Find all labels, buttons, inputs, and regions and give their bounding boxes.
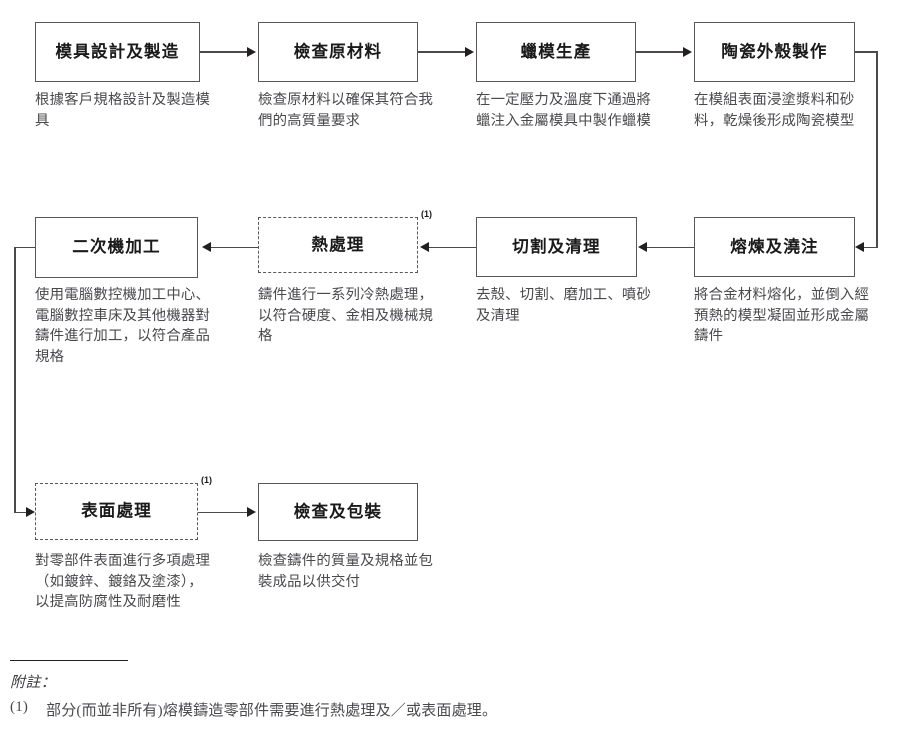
footnote-title: 附註：: [10, 675, 57, 692]
connector-ceramic-to-melting-top: [855, 51, 878, 53]
arrowhead-melting-to-cutting: [638, 241, 647, 252]
connector-surface-to-inspection: [198, 511, 248, 514]
node-description-secondary-machining: 使用電腦數控機加工中心、電腦數控車床及其他機器對鑄件進行加工，以符合產品規格: [35, 287, 211, 366]
node-label: 切割及清理: [512, 237, 601, 256]
arrowhead-heat-treatment-to-machining: [202, 241, 211, 252]
arrowhead-cutting-to-heat-treatment: [420, 241, 429, 252]
footnote-block: 附註： (1) 部分(而並非所有)熔模鑄造零部件需要進行熱處理及／或表面處理。: [10, 660, 890, 720]
arrowhead-machining-to-surface: [26, 507, 35, 517]
node-description-heat-treatment: 鑄件進行一系列冷熱處理，以符合硬度、金相及機械規格: [258, 287, 434, 345]
process-node-mould-design[interactable]: 模具設計及製造: [35, 22, 200, 82]
process-node-inspection-and-packing[interactable]: 檢查及包裝: [258, 483, 418, 541]
process-node-melting-and-pouring[interactable]: 熔煉及澆注: [694, 217, 855, 277]
node-description-mould-design: 根據客戶規格設計及製造模具: [35, 92, 211, 129]
node-label: 熱處理: [311, 235, 365, 254]
node-description-inspect-raw-material: 檢查原材料以確保其符合我們的高質量要求: [258, 92, 434, 129]
process-node-heat-treatment[interactable]: 熱處理: [258, 217, 418, 273]
footnote-mark-heat-treatment: (1): [421, 209, 432, 219]
node-label: 檢查及包裝: [293, 502, 383, 521]
node-description-melting-and-pouring: 將合金材料熔化，並倒入經預熱的模型凝固並形成金屬鑄件: [694, 287, 870, 345]
node-description-cutting-and-cleaning: 去殼、切割、磨加工、噴砂及清理: [476, 287, 652, 324]
connector-ceramic-to-melting-in: [864, 246, 878, 249]
node-label: 表面處理: [81, 502, 152, 521]
process-node-wax-pattern-production[interactable]: 蠟模生產: [476, 22, 636, 82]
footnote-divider: [10, 660, 128, 662]
footnote-item-marker: (1): [10, 699, 29, 716]
process-node-ceramic-shell-making[interactable]: 陶瓷外殼製作: [694, 22, 855, 82]
connector-machining-to-surface-down: [14, 246, 16, 513]
footnote-item-text: 部分(而並非所有)熔模鑄造零部件需要進行熱處理及／或表面處理。: [46, 703, 498, 720]
arrowhead-surface-to-inspection: [247, 507, 256, 517]
footnote-item: (1) 部分(而並非所有)熔模鑄造零部件需要進行熱處理及／或表面處理。: [10, 699, 890, 720]
connector-machining-to-surface-out: [14, 246, 36, 249]
connector-mould-to-inspect: [200, 51, 247, 53]
node-label: 模具設計及製造: [55, 42, 180, 61]
connector-heat-treatment-to-machining: [211, 246, 258, 249]
node-label: 陶瓷外殼製作: [721, 42, 828, 61]
node-description-surface-treatment: 對零部件表面進行多項處理（如鍍鋅、鍍鉻及塗漆），以提高防腐性及耐磨性: [35, 553, 211, 611]
connector-inspect-to-wax: [418, 51, 465, 53]
node-description-inspection-and-packing: 檢查鑄件的質量及規格並包裝成品以供交付: [258, 553, 434, 590]
node-label: 蠟模生產: [520, 42, 592, 61]
node-description-ceramic-shell-making: 在模組表面浸塗漿料和砂料，乾燥後形成陶瓷模型: [694, 92, 855, 129]
node-label: 二次機加工: [72, 238, 161, 257]
connector-wax-to-ceramic: [636, 51, 683, 53]
connector-machining-to-surface-in: [14, 511, 26, 514]
footnote-mark-surface-treatment: (1): [201, 475, 212, 485]
connector-cutting-to-heat-treatment: [429, 246, 476, 249]
arrowhead-ceramic-to-melting: [855, 241, 864, 252]
arrowhead-inspect-to-wax: [465, 46, 474, 57]
process-node-inspect-raw-material[interactable]: 檢查原材料: [258, 22, 418, 82]
node-label: 熔煉及澆注: [730, 237, 819, 256]
process-node-cutting-and-cleaning[interactable]: 切割及清理: [476, 217, 637, 277]
connector-ceramic-to-melting-down: [876, 51, 878, 247]
arrowhead-mould-to-inspect: [247, 46, 256, 57]
node-label: 檢查原材料: [293, 42, 383, 61]
process-node-secondary-machining[interactable]: 二次機加工: [35, 217, 198, 278]
process-node-surface-treatment[interactable]: 表面處理: [35, 483, 198, 540]
connector-melting-to-cutting: [647, 246, 694, 249]
arrowhead-wax-to-ceramic: [683, 46, 692, 57]
node-description-wax-pattern-production: 在一定壓力及溫度下通過將蠟注入金屬模具中製作蠟模: [476, 92, 652, 129]
